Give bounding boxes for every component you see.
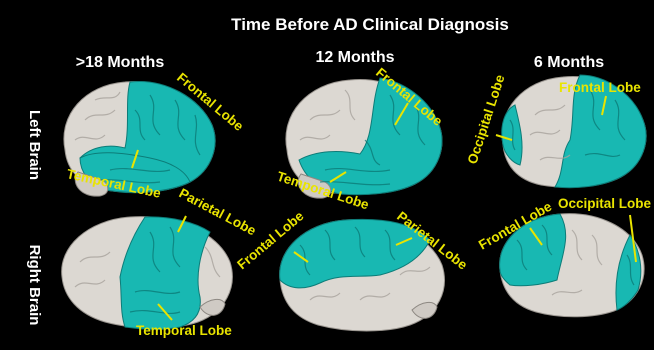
brain-18m-right	[62, 217, 233, 330]
column-header-18-months: >18 Months	[76, 54, 165, 71]
row-header-right-brain: Right Brain	[26, 245, 43, 326]
label-frontal-lobe-6m-left: Frontal Lobe	[559, 80, 641, 95]
row-header-left-brain: Left Brain	[26, 110, 43, 180]
figure-title: Time Before AD Clinical Diagnosis	[231, 15, 509, 34]
label-temporal-lobe-18m-right: Temporal Lobe	[136, 323, 232, 338]
label-occipital-lobe-6m-left: Occipital Lobe	[465, 72, 508, 166]
column-header-12-months: 12 Months	[315, 49, 394, 66]
column-header-6-months: 6 Months	[534, 54, 604, 71]
label-occipital-lobe-6m-right: Occipital Lobe	[558, 196, 652, 211]
